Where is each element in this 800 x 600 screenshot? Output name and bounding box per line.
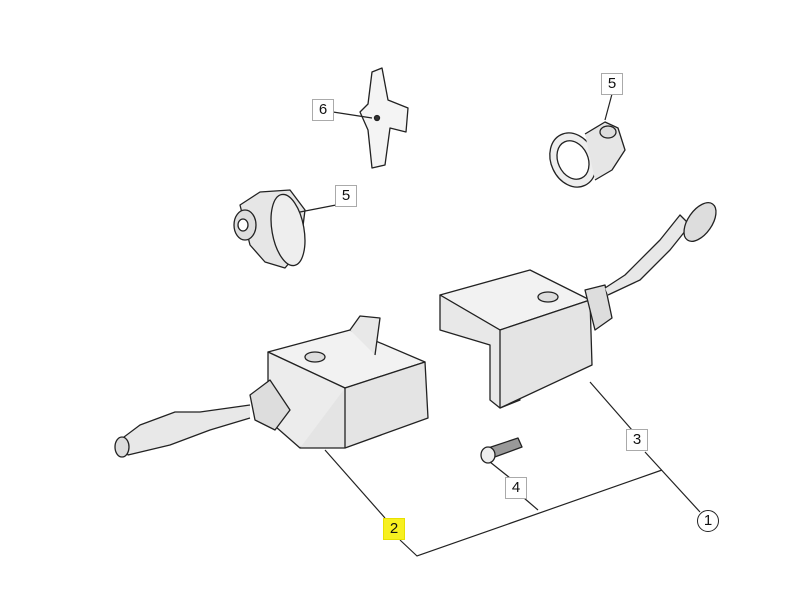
callout-6[interactable]: 6	[312, 99, 334, 121]
callout-5-left[interactable]: 5	[335, 185, 357, 207]
callout-5-right[interactable]: 5	[601, 73, 623, 95]
callout-2-highlighted[interactable]: 2	[383, 518, 405, 540]
leader-lines	[299, 93, 701, 557]
switch-block-right	[439, 202, 717, 409]
plate-part-6	[359, 67, 409, 169]
boot-part-5-left	[233, 189, 306, 269]
callout-4[interactable]: 4	[505, 477, 527, 499]
callout-1[interactable]: 1	[697, 510, 719, 532]
boot-part-5-right	[549, 121, 626, 188]
screw-part-4	[480, 437, 523, 464]
switch-block-left	[114, 315, 429, 458]
callout-3[interactable]: 3	[626, 429, 648, 451]
